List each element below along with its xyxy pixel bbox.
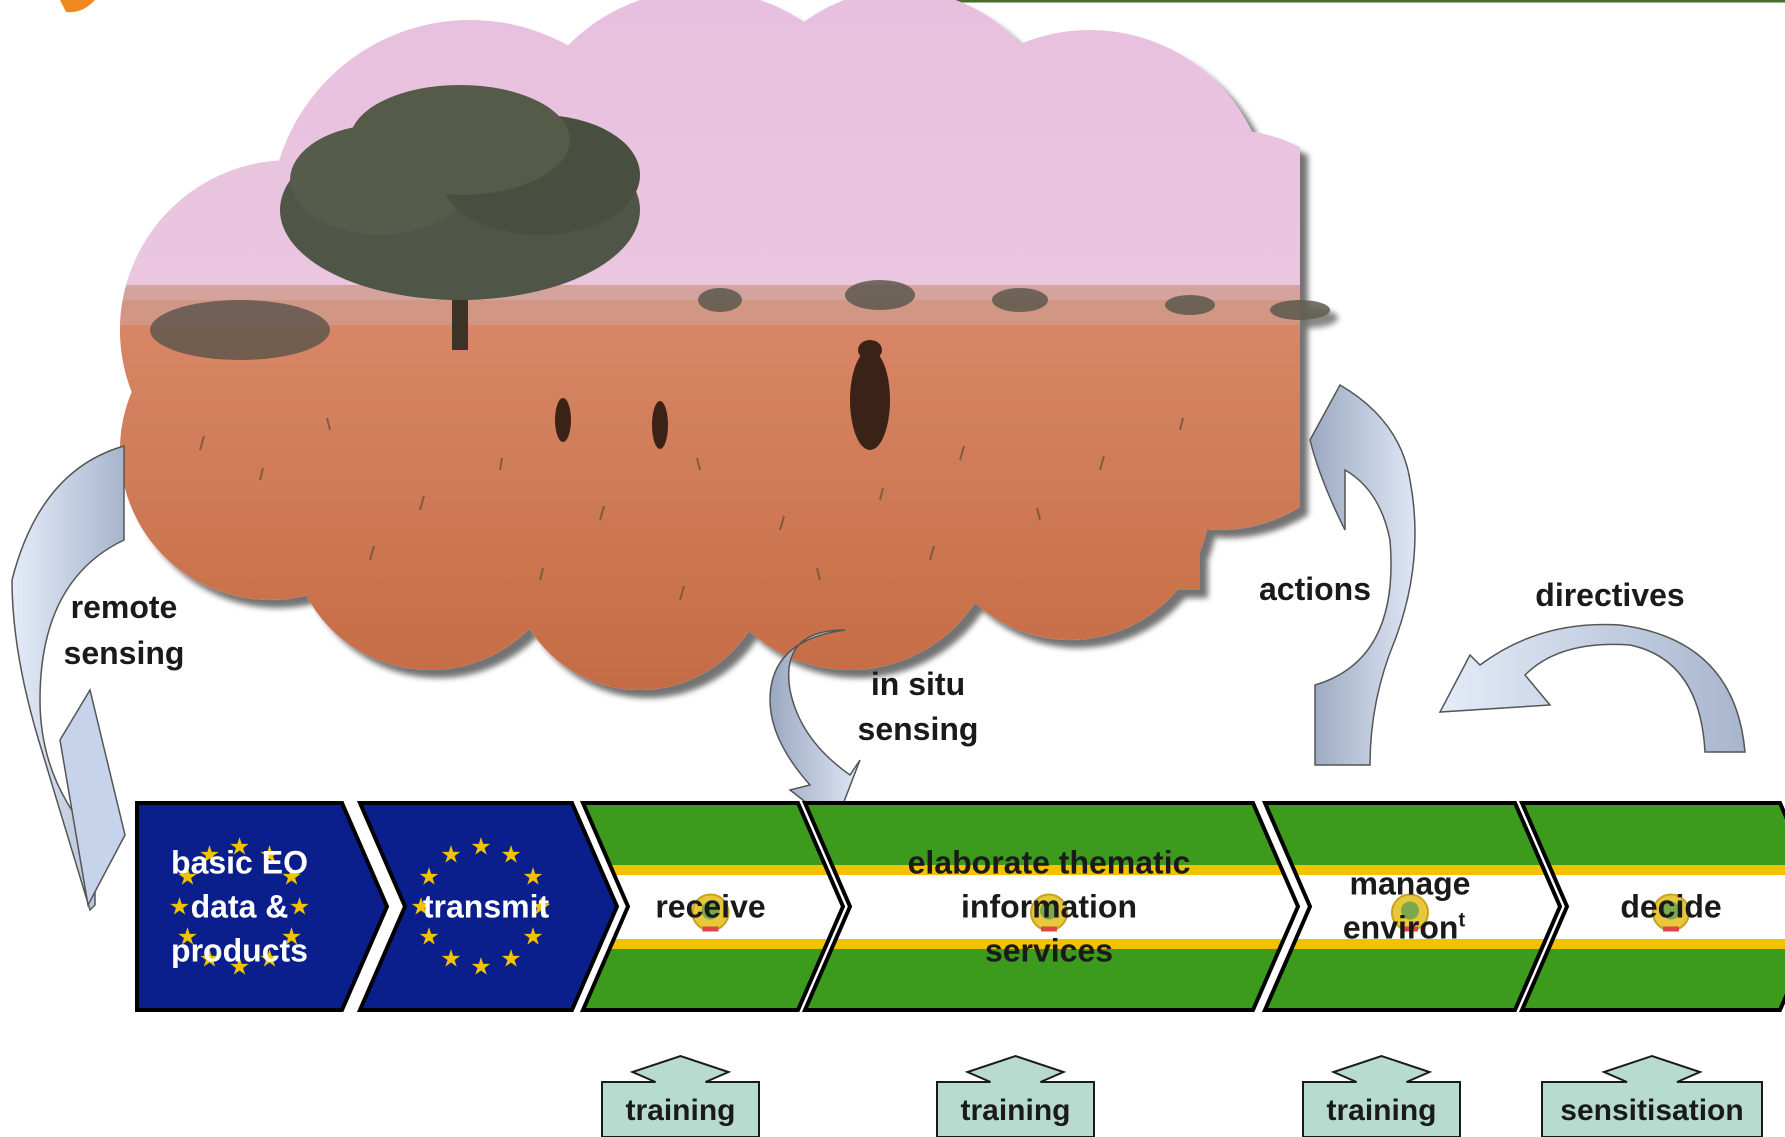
au-emblem-icon [1652, 893, 1690, 932]
step-elaborate: elaborate thematic information services [801, 801, 1301, 1012]
step-manage: manage environt [1261, 801, 1563, 1012]
svg-text:★: ★ [440, 842, 462, 869]
directives-label: directives [1535, 577, 1684, 613]
support-box-sensitisation: sensitisation [1541, 1054, 1763, 1137]
svg-text:★: ★ [199, 945, 221, 972]
in-situ-label: in situ sensing [858, 666, 979, 747]
svg-text:in situ: in situ [871, 666, 965, 702]
svg-text:★: ★ [289, 894, 311, 921]
svg-text:★: ★ [522, 864, 544, 891]
svg-text:★: ★ [177, 864, 199, 891]
svg-text:★: ★ [259, 945, 281, 972]
support-label: training [961, 1094, 1071, 1127]
landscape-cloud [120, 0, 1330, 690]
svg-text:★: ★ [440, 945, 462, 972]
svg-text:★: ★ [229, 954, 251, 981]
svg-text:★: ★ [281, 924, 303, 951]
step-transmit: ★★★★★★★★★★★★transmit [356, 801, 620, 1012]
actions-arrow [1309, 383, 1416, 766]
support-label: sensitisation [1560, 1094, 1743, 1127]
svg-text:★: ★ [530, 894, 552, 921]
remote-sensing-label: remote sensing [64, 589, 185, 671]
svg-text:★: ★ [470, 834, 492, 861]
support-box-training: training [936, 1054, 1095, 1137]
step-label: elaborate thematic [908, 845, 1191, 881]
step-label: environt [1343, 910, 1466, 946]
actions-label: actions [1259, 571, 1371, 607]
step-receive: receive [579, 801, 846, 1012]
eu-stars-icon: ★★★★★★★★★★★★ [169, 834, 311, 981]
au-emblem-icon [691, 893, 730, 932]
svg-text:★: ★ [281, 864, 303, 891]
step-decide: decide [1518, 801, 1785, 1012]
step-label: transmit [423, 889, 550, 925]
step-label: manage [1350, 866, 1471, 902]
remote-sensing-arrowhead [59, 688, 126, 908]
support-row: training training training sensitisation [601, 1054, 1763, 1137]
svg-text:sensing: sensing [858, 711, 979, 747]
people-icon [555, 340, 890, 450]
eu-stars-icon: ★★★★★★★★★★★★ [410, 834, 552, 981]
svg-text:★: ★ [418, 864, 440, 891]
step-label: decide [1620, 889, 1721, 925]
svg-text:★: ★ [177, 924, 199, 951]
support-box-training: training [601, 1054, 760, 1137]
svg-text:★: ★ [500, 842, 522, 869]
step-label: data & [191, 889, 289, 925]
support-label: training [1327, 1094, 1437, 1127]
svg-text:★: ★ [522, 924, 544, 951]
support-label: training [626, 1094, 736, 1127]
step-label: basic EO [171, 845, 308, 881]
corner-logo-icon [60, 0, 95, 13]
step-label: receive [655, 889, 765, 925]
svg-text:remote: remote [71, 589, 178, 625]
support-box-training: training [1302, 1054, 1461, 1137]
directives-arrow [1438, 623, 1746, 753]
step-label: information [961, 889, 1137, 925]
tree-icon [280, 85, 640, 350]
au-emblem-icon [1391, 893, 1429, 932]
svg-text:★: ★ [199, 842, 221, 869]
svg-text:sensing: sensing [64, 635, 185, 671]
svg-text:★: ★ [259, 842, 281, 869]
au-emblem-icon [1030, 893, 1068, 932]
svg-text:★: ★ [169, 894, 191, 921]
step-label: products [171, 933, 308, 969]
svg-text:★: ★ [418, 924, 440, 951]
svg-text:★: ★ [410, 894, 432, 921]
step-label: services [985, 933, 1113, 969]
svg-text:★: ★ [500, 945, 522, 972]
svg-text:★: ★ [229, 834, 251, 861]
svg-text:★: ★ [470, 954, 492, 981]
